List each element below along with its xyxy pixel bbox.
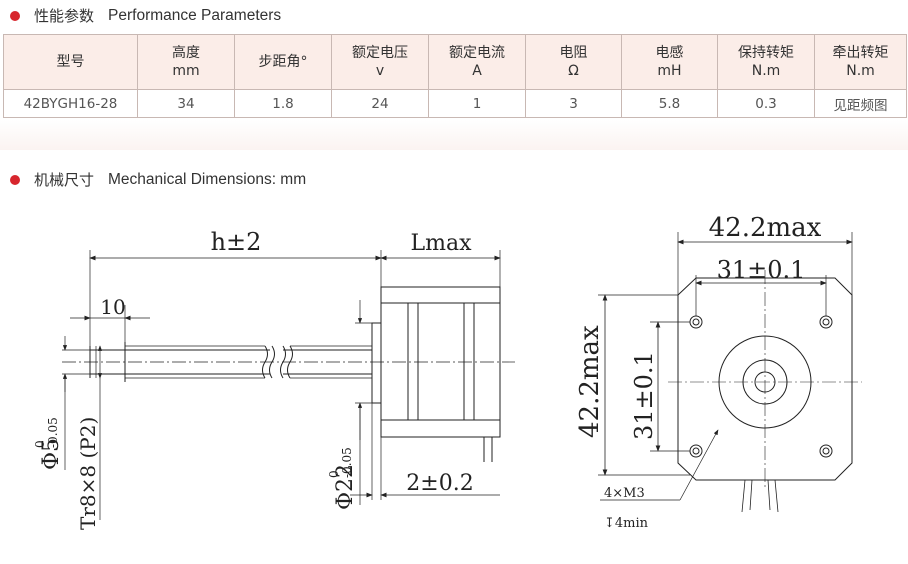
side-view (62, 250, 515, 520)
section-title-en: Mechanical Dimensions: mm (108, 170, 307, 188)
svg-text:-0.05: -0.05 (46, 417, 60, 448)
cell-step-angle: 1.8 (234, 89, 332, 118)
svg-text:Φ22: Φ22 (333, 464, 358, 510)
table-row: 42BYGH16-28 34 1.8 24 1 3 5.8 0.3 见距频图 (3, 89, 907, 118)
cell-inductance: 5.8 (621, 89, 718, 118)
cell-pullout-torque: 见距频图 (814, 89, 907, 118)
height-max-label: 42.2max (575, 325, 605, 438)
svg-text:0: 0 (327, 470, 341, 478)
separator-band (0, 120, 908, 150)
svg-text:-0.05: -0.05 (340, 447, 354, 478)
cell-model: 42BYGH16-28 (3, 89, 138, 118)
h-dimension-label: h±2 (211, 228, 262, 256)
cell-rated-voltage: 24 (331, 89, 429, 118)
section-title-cn: 性能参数 (34, 7, 95, 25)
cell-rated-current: 1 (428, 89, 526, 118)
shaft-diameter-label: Φ5 0 -0.05 (33, 417, 64, 470)
performance-section-header: 性能参数 Performance Parameters (10, 5, 281, 26)
section-title-en: Performance Parameters (108, 6, 282, 24)
bullet-dot-icon (10, 174, 20, 185)
front-view (598, 232, 862, 513)
mechanical-section-header: 机械尺寸 Mechanical Dimensions: mm (10, 169, 306, 190)
header-step-angle: 步距角° (234, 34, 332, 90)
ten-label: 10 (100, 295, 125, 319)
cell-resistance: 3 (525, 89, 622, 118)
header-model: 型号 (3, 34, 138, 90)
bullet-dot-icon (10, 10, 20, 21)
cell-holding-torque: 0.3 (717, 89, 815, 118)
mechanical-drawing: h±2 Lmax 10 2±0.2 Φ5 0 -0.05 Tr8×8 (P2) … (33, 213, 862, 531)
thread-label: Tr8×8 (P2) (76, 417, 100, 530)
svg-text:Φ5: Φ5 (39, 438, 64, 470)
hole-pitch-vertical-label: 31±0.1 (630, 351, 658, 440)
section-title-cn: 机械尺寸 (34, 171, 95, 189)
svg-text:0: 0 (33, 440, 47, 448)
depth-spec-label: ↧4min (604, 516, 649, 531)
boss-diameter-label: Φ22 0 -0.05 (327, 447, 358, 510)
screw-spec-label: 4×M3 (604, 486, 645, 501)
boss-height-label: 2±0.2 (406, 471, 473, 496)
cell-height: 34 (137, 89, 235, 118)
width-max-label: 42.2max (709, 213, 822, 243)
hole-pitch-label: 31±0.1 (717, 256, 806, 284)
lmax-label: Lmax (411, 231, 473, 256)
